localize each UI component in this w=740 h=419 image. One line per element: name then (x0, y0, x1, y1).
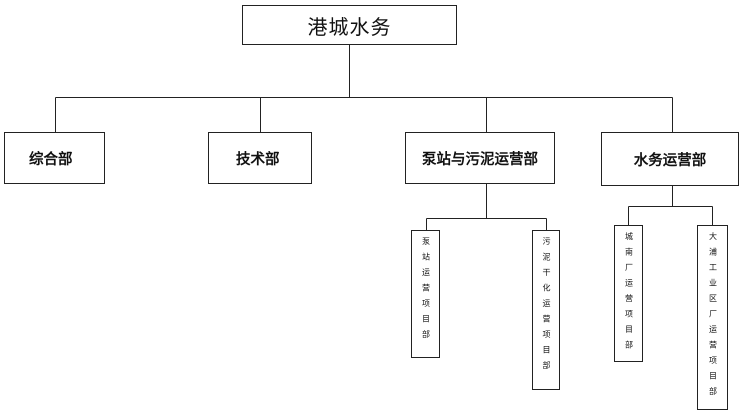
dept-label: 泵站与污泥运营部 (422, 151, 538, 168)
dept-label: 技术部 (236, 151, 280, 168)
dept-node-technical: 技术部 (208, 132, 312, 184)
root-label: 港城水务 (307, 14, 392, 39)
dept-node-general-affairs: 综合部 (4, 132, 105, 184)
dept-node-water-ops: 水务运营部 (601, 132, 739, 186)
root-node: 港城水务 (242, 5, 457, 45)
sub-node-dapu-industrial-plant-project: 大浦工业区厂运营项目部 (697, 225, 728, 410)
dept-node-pump-sludge-ops: 泵站与污泥运营部 (405, 132, 555, 184)
dept-label: 水务运营部 (633, 152, 707, 169)
sub-label: 大浦工业区厂运营项目部 (708, 232, 718, 403)
sub-label: 泵站运营项目部 (421, 237, 431, 346)
sub-node-pump-station-project: 泵站运营项目部 (411, 230, 440, 358)
dept-label: 综合部 (29, 151, 73, 168)
sub-label: 污泥干化运营项目部 (542, 237, 551, 377)
sub-node-chengnan-plant-project: 城南厂运营项目部 (614, 225, 643, 362)
sub-node-sludge-drying-project: 污泥干化运营项目部 (532, 230, 560, 390)
sub-label: 城南厂运营项目部 (624, 232, 634, 356)
